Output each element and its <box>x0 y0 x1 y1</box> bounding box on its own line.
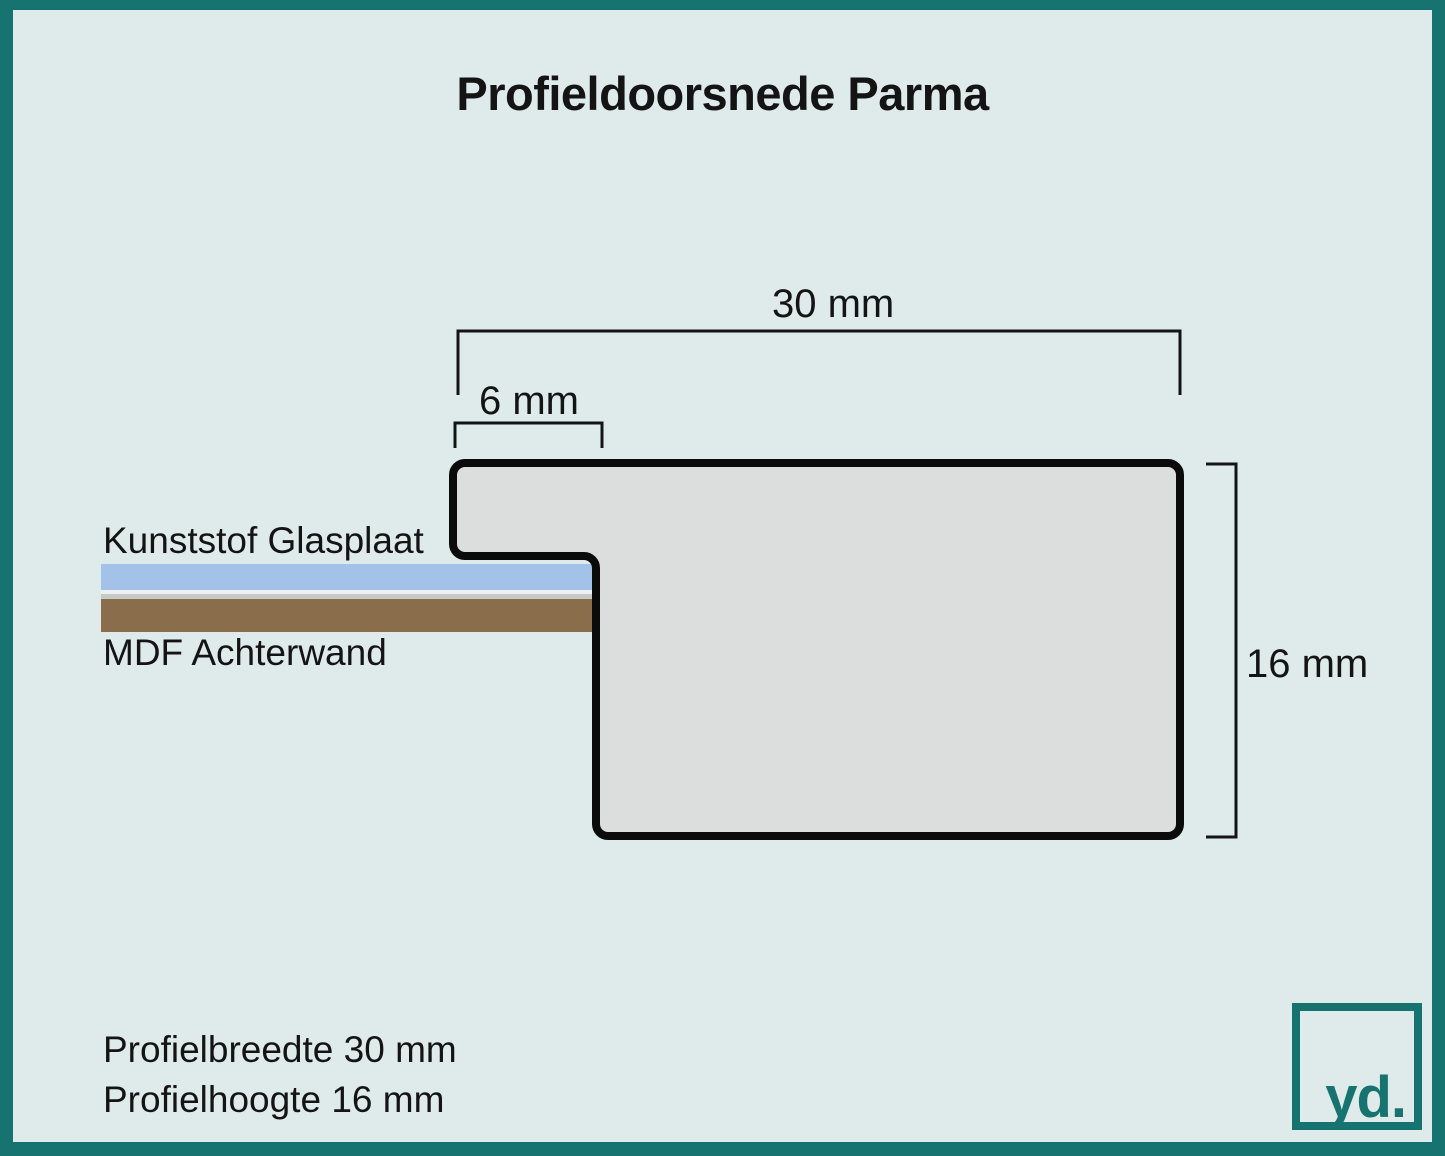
spacer-strip-gray <box>101 594 594 599</box>
glass-plate-layer <box>101 564 594 590</box>
dimension-line-6mm <box>453 421 604 448</box>
dimension-line-16mm <box>1206 462 1238 839</box>
spacer-strip-white <box>101 590 594 594</box>
yd-logo-text: yd. <box>1325 1064 1407 1130</box>
dimension-label-profile-height: 16 mm <box>1246 642 1369 686</box>
mdf-backboard-layer <box>101 599 594 632</box>
footer-profile-width: Profielbreedte 30 mm <box>103 1029 457 1070</box>
yd-logo: yd. <box>1292 1003 1422 1130</box>
page-title: Profieldoorsnede Parma <box>456 67 989 120</box>
dimension-label-profile-width: 30 mm <box>772 282 895 326</box>
frame-profile-shape <box>449 459 1184 840</box>
dimension-line-30mm <box>456 329 1182 395</box>
dimension-label-rabbet-width: 6 mm <box>479 379 579 423</box>
footer-profile-height: Profielhoogte 16 mm <box>103 1079 445 1120</box>
mdf-backboard-label: MDF Achterwand <box>103 632 387 673</box>
glass-plate-label: Kunststof Glasplaat <box>103 520 424 561</box>
